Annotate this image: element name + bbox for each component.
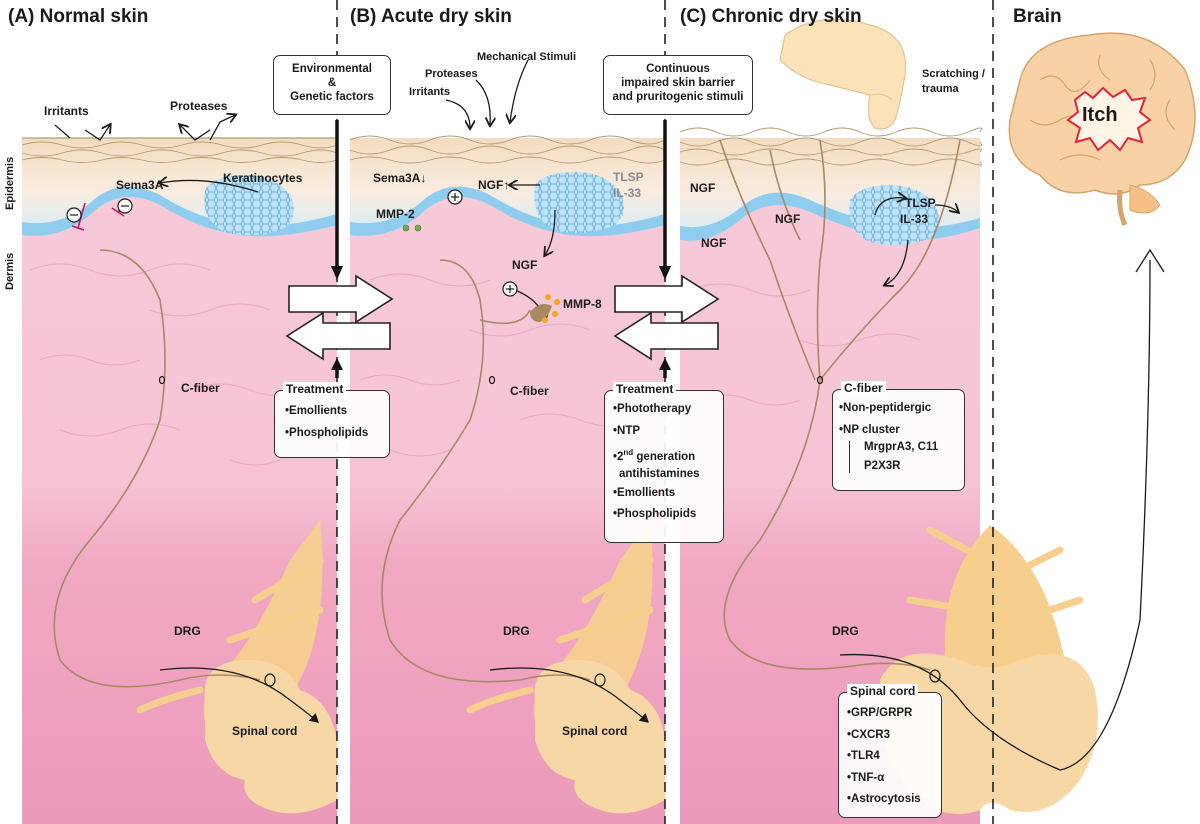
trauma-label: trauma [922, 83, 959, 95]
treatment-item: •Phospholipids [285, 426, 369, 439]
treatment-item-prefix: •2 [613, 450, 624, 463]
irritants-label-b: Irritants [409, 86, 450, 98]
spinal-cord-label-a: Spinal cord [232, 724, 298, 738]
treatment-item-superscript: nd [623, 448, 634, 457]
treatment-item: •Emollients [613, 486, 676, 499]
ngf-label-b: NGF [512, 258, 538, 272]
treatment-item: •Emollients [285, 405, 348, 417]
drg-spinal-b [466, 520, 665, 814]
itch-label: Itch [1082, 104, 1118, 126]
il33-label-c: IL-33 [900, 212, 929, 226]
spinal-cord-label-b: Spinal cord [562, 724, 628, 738]
c-fiber-label-b: C-fiber [510, 384, 549, 398]
panel-brain-title: Brain [1013, 6, 1062, 27]
epidermis-a [21, 137, 338, 237]
tlsp-label-c: TLSP [905, 196, 936, 210]
treatment-box-a: Treatment •Emollients •Phospholipids [274, 382, 390, 458]
spinal-cord-box: Spinal cord •GRP/GRPR •CXCR3 •TLR4 •TNF-… [838, 684, 942, 818]
panel-c-title: (C) Chronic dry skin [680, 6, 862, 27]
scratching-label: Scratching / [922, 68, 985, 80]
drg-label-a: DRG [174, 624, 201, 638]
sema3a-label: Sema3A [116, 178, 164, 192]
spinal-cord-box-title: Spinal cord [847, 684, 919, 698]
sema3a-down-label: Sema3A↓ [373, 171, 427, 185]
ngf-label-c3: NGF [701, 236, 727, 250]
mechanical-stimuli-label: Mechanical Stimuli [477, 51, 577, 63]
stimuli-arrows-b [445, 59, 556, 320]
transition-arrows [285, 274, 720, 361]
c-fiber-box: C-fiber •Non-peptidergic •NP cluster Mrg… [832, 381, 965, 491]
environmental-factors-box: Environmental & Genetic factors [273, 55, 391, 115]
nerve-fibers [53, 139, 961, 688]
mmp8-label: MMP-8 [563, 297, 602, 311]
panel-a-title: (A) Normal skin [8, 6, 149, 27]
treatment-box-b: Treatment •Phototherapy •NTP •2nd genera… [604, 382, 724, 543]
c-fiber-subitem-2: P2X3R [864, 460, 901, 472]
continuous-stimuli-box: Continuous impaired skin barrier and pru… [603, 55, 753, 115]
projection-lines [159, 248, 1165, 771]
spinal-item: •TLR4 [847, 750, 880, 762]
c-fiber-box-title: C-fiber [841, 381, 886, 395]
brain-illustration [1008, 32, 1196, 227]
drg-label-c: DRG [832, 624, 859, 638]
epidermis-label: Epidermis [4, 156, 16, 210]
treatment-item: •Phototherapy [613, 403, 692, 415]
c-fiber-subitem: MrgprA3, C11 P2X3R [849, 441, 964, 473]
regulation-symbols [66, 189, 518, 297]
treatment-title-b: Treatment [613, 382, 677, 396]
mmp2-label: MMP-2 [376, 207, 415, 221]
spinal-item: •GRP/GRPR [847, 707, 913, 719]
treatment-item-suffix: generation [633, 450, 696, 463]
treatment-item: •Phospholipids [613, 508, 697, 521]
c-fiber-item: •NP cluster [839, 423, 900, 436]
treatment-item: •2nd generation [613, 445, 723, 465]
ngf-label-c2: NGF [775, 212, 801, 226]
drg-spinal-a [136, 520, 337, 814]
epidermis-c [679, 127, 982, 246]
ngf-up-label: NGF↑ [478, 178, 510, 192]
dermis-label: Dermis [4, 252, 16, 290]
ngf-label-c1: NGF [690, 181, 716, 195]
stimuli-arrows-c [874, 198, 958, 285]
factor-arrowheads [331, 266, 671, 370]
il33-label-b: IL-33 [613, 186, 642, 200]
spinal-item: •TNF-α [847, 771, 885, 784]
treatment-item: •NTP [613, 424, 641, 437]
spinal-item: •CXCR3 [847, 728, 891, 741]
treatment-title-a: Treatment [283, 382, 347, 396]
neuron-somas [158, 375, 941, 687]
mmp8-neutrophil [530, 294, 560, 323]
stimuli-arrows-a [54, 115, 259, 193]
proteases-label: Proteases [170, 99, 228, 113]
treatment-item-continuation: antihistamines [619, 467, 700, 480]
c-fiber-label-a: C-fiber [181, 381, 220, 395]
irritants-label: Irritants [44, 104, 89, 118]
keratinocytes-label: Keratinocytes [223, 171, 303, 185]
c-fiber-item: •Non-peptidergic [839, 402, 932, 414]
scratching-hand [779, 18, 907, 130]
panel-b-title: (B) Acute dry skin [350, 6, 512, 27]
spinal-item: •Astrocytosis [847, 793, 921, 805]
c-fiber-subitem-1: MrgprA3, C11 [864, 441, 939, 453]
proteases-label-b: Proteases [425, 68, 478, 80]
drg-label-b: DRG [503, 624, 530, 638]
tlsp-label-b: TLSP [613, 170, 644, 184]
